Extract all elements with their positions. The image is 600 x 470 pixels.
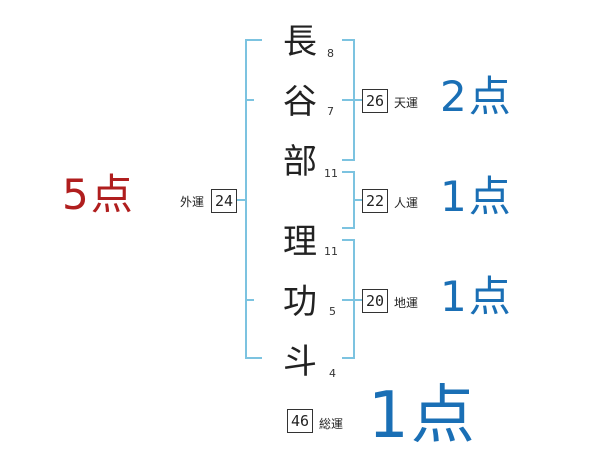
gaikaku-score: 5点 (62, 170, 135, 219)
stroke-count-2: 7 (327, 105, 334, 118)
name-char-2: 谷 (283, 82, 317, 122)
chikaku-label: 地運 (394, 296, 419, 310)
soukaku-score: 1点 (368, 379, 477, 453)
stroke-count-5: 5 (329, 305, 336, 318)
soukaku-label: 総運 (319, 417, 344, 431)
name-char-5: 功 (283, 282, 317, 322)
chikaku-value-box: 20 (362, 289, 388, 313)
chikaku-bracket (342, 239, 362, 359)
jinkaku-score: 1点 (440, 172, 513, 221)
gaikaku-bracket (234, 39, 262, 359)
tenkaku-bracket (342, 39, 362, 161)
name-char-1: 長 (283, 22, 317, 62)
tenkaku-value-box: 26 (362, 89, 388, 113)
jinkaku-bracket (342, 171, 362, 229)
jinkaku-label: 人運 (394, 196, 419, 210)
tenkaku-score: 2点 (440, 72, 513, 121)
stroke-count-1: 8 (327, 47, 334, 60)
chikaku-score: 1点 (440, 272, 513, 321)
stroke-count-6: 4 (329, 367, 336, 380)
stroke-count-3: 11 (324, 167, 338, 180)
jinkaku-value-box: 22 (362, 189, 388, 213)
soukaku-value-box: 46 (287, 409, 313, 433)
gaikaku-value-box: 24 (211, 189, 237, 213)
gaikaku-label: 外運 (180, 195, 205, 209)
stroke-count-4: 11 (324, 245, 338, 258)
name-char-4: 理 (283, 222, 317, 262)
name-char-6: 斗 (283, 342, 317, 382)
tenkaku-label: 天運 (394, 96, 419, 110)
name-char-3: 部 (283, 142, 317, 182)
